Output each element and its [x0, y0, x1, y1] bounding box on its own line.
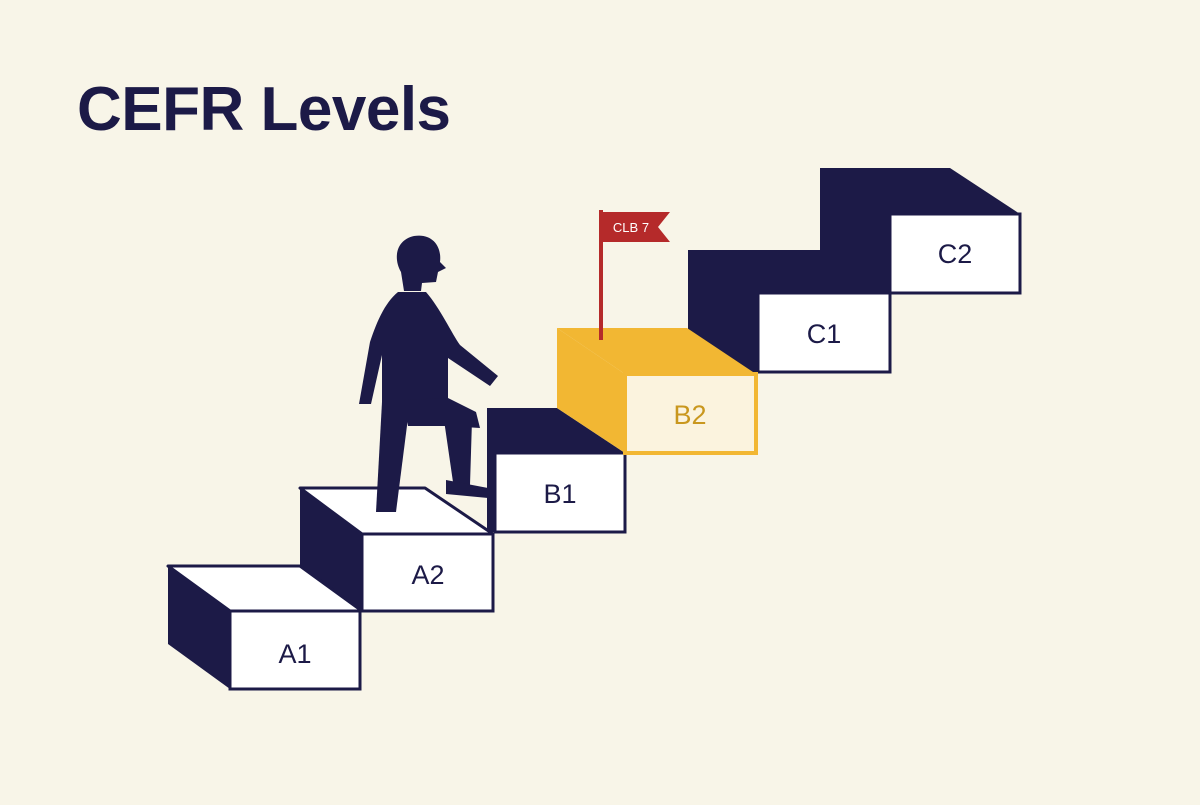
step-label-b2: B2: [673, 400, 706, 430]
step-b2: B2: [557, 328, 758, 455]
step-c2: C2: [820, 168, 1022, 295]
flag-label: CLB 7: [613, 220, 649, 235]
page-title: CEFR Levels: [77, 75, 451, 144]
step-b1: B1: [487, 408, 627, 534]
step-a2: A2: [298, 486, 495, 613]
step-label-a2: A2: [411, 560, 444, 590]
step-a1: A1: [166, 564, 364, 691]
step-label-a1: A1: [278, 639, 311, 669]
step-label-c2: C2: [938, 239, 973, 269]
person-climbing-icon: [359, 235, 498, 512]
step-label-b1: B1: [543, 479, 576, 509]
flag-icon: CLB 7: [599, 210, 670, 340]
step-c1: C1: [688, 250, 892, 374]
step-label-c1: C1: [807, 319, 842, 349]
